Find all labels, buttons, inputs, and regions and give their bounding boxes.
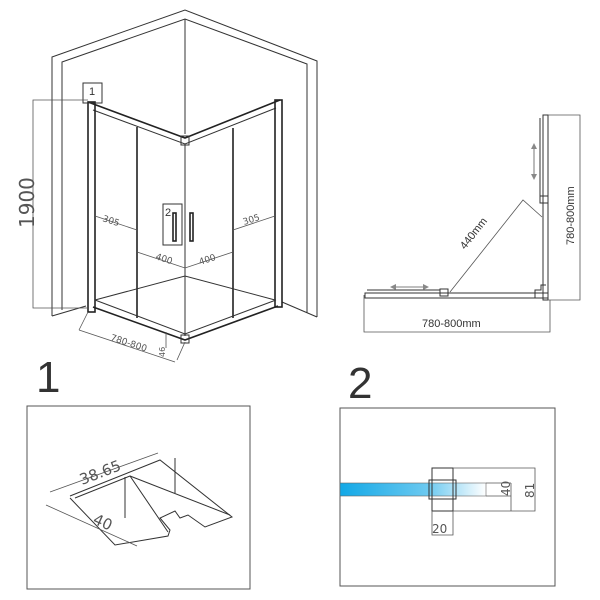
plan-width-label: 780-800mm [422, 318, 481, 330]
svg-text:780-800: 780-800 [109, 333, 148, 354]
plan-view: 780-800mm 780-800mm 440mm [363, 114, 581, 333]
svg-text:2: 2 [165, 207, 171, 219]
left-panel-width: 305 [101, 214, 120, 229]
callout-2: 2 [162, 203, 183, 246]
height-dimension: 1900 [15, 99, 88, 309]
svg-text:46: 46 [158, 347, 167, 357]
detail-2-outer-dim: 81 [523, 483, 537, 498]
sliding-arrow-horizontal [390, 284, 429, 290]
callout-1: 1 [82, 82, 103, 104]
width-dimension: 780-800 46 [78, 311, 186, 363]
detail-1-number: 1 [36, 353, 60, 402]
door-handle-right [189, 212, 194, 242]
right-door-width: 400 [198, 253, 218, 268]
glass-panel [339, 482, 487, 497]
shower-frame [87, 99, 283, 344]
plan-depth-label: 780-800mm [565, 186, 577, 245]
detail-1-profile: 38.65 40 [26, 405, 251, 590]
detail-1-width: 40 [90, 510, 115, 534]
walls [51, 9, 318, 318]
svg-text:1: 1 [89, 86, 95, 98]
door-handle-left [172, 212, 177, 242]
detail-2-width-dim: 20 [432, 522, 447, 536]
isometric-view: 305 305 400 400 1 2 1900 780-800 46 [15, 9, 318, 363]
detail-2-inner-dim: 40 [499, 481, 513, 496]
sliding-arrow-vertical [531, 143, 537, 180]
left-door-width: 400 [154, 252, 174, 267]
detail-2-number: 2 [348, 359, 372, 408]
right-panel-width: 305 [242, 213, 261, 228]
svg-text:1900: 1900 [15, 177, 39, 228]
plan-opening-label: 440mm [458, 216, 490, 252]
detail-2-clamp: 40 81 20 [339, 407, 556, 587]
